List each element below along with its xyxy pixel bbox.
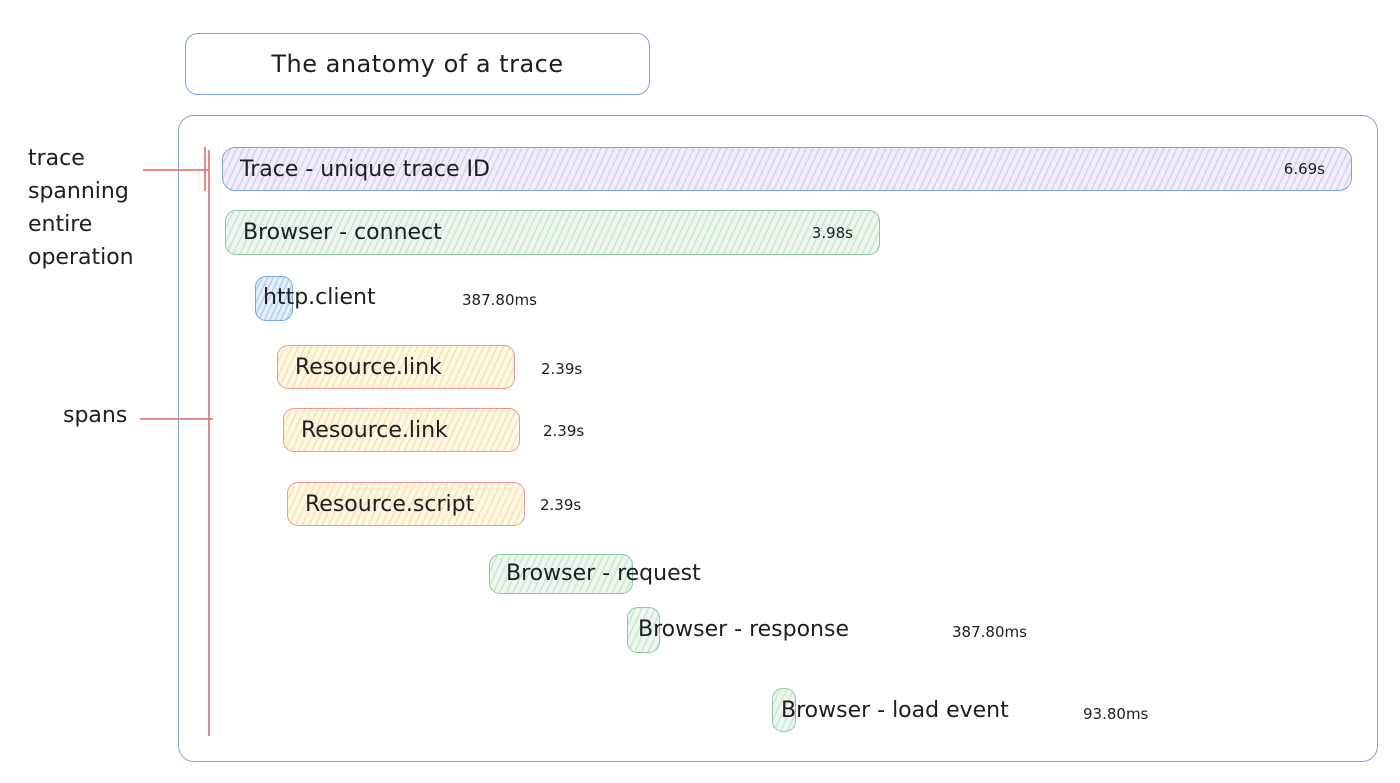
span-browser-load-event-box [772, 688, 796, 732]
span-browser-connect-duration: 3.98s [811, 223, 853, 242]
span-resource-link-2-label: Resource.link [301, 417, 448, 443]
span-browser-load-event-duration: 93.80ms [1083, 705, 1149, 723]
annotation-trace-pointer-tick [204, 147, 206, 191]
span-browser-response-label: Browser - response [638, 617, 849, 642]
annotation-trace-label: trace spanning entire operation [28, 142, 134, 274]
span-browser-load-event-label: Browser - load event [781, 698, 1009, 723]
span-browser-request-label: Browser - request [506, 561, 701, 586]
span-resource-link-2-duration: 2.39s [543, 422, 585, 440]
span-http-client-duration: 387.80ms [462, 291, 537, 309]
span-resource-link-1-duration: 2.39s [541, 360, 583, 378]
span-resource-link-1-label: Resource.link [295, 354, 442, 380]
annotation-trace-pointer-line [143, 169, 208, 171]
span-resource-script-label: Resource.script [305, 491, 475, 517]
annotation-spans-pointer-line [140, 418, 213, 420]
span-browser-response-duration: 387.80ms [952, 623, 1027, 641]
trace-bar: Trace - unique trace ID 6.69s [222, 147, 1352, 191]
span-resource-link-2-box: Resource.link [283, 408, 520, 452]
title-box: The anatomy of a trace [185, 33, 650, 95]
span-browser-connect: Browser - connect 3.98s [225, 210, 880, 255]
span-http-client-label: http.client [263, 285, 376, 310]
spans-bracket-line [208, 150, 210, 736]
span-resource-script-box: Resource.script [287, 482, 525, 526]
annotation-spans-label: spans [63, 403, 128, 428]
span-resource-link-1-box: Resource.link [277, 345, 515, 389]
annotation-trace-line-2: spanning [28, 179, 129, 204]
trace-bar-duration: 6.69s [1283, 160, 1325, 178]
span-browser-request-box [489, 554, 633, 594]
span-browser-connect-label: Browser - connect [243, 220, 442, 245]
span-http-client-box [255, 276, 293, 321]
span-resource-script-duration: 2.39s [540, 496, 582, 514]
diagram-title: The anatomy of a trace [271, 50, 564, 78]
annotation-trace-line-1: trace [28, 146, 85, 171]
span-browser-response-box [627, 607, 660, 653]
trace-bar-label: Trace - unique trace ID [240, 156, 490, 182]
annotation-trace-line-4: operation [28, 245, 134, 270]
annotation-trace-line-3: entire [28, 212, 93, 237]
